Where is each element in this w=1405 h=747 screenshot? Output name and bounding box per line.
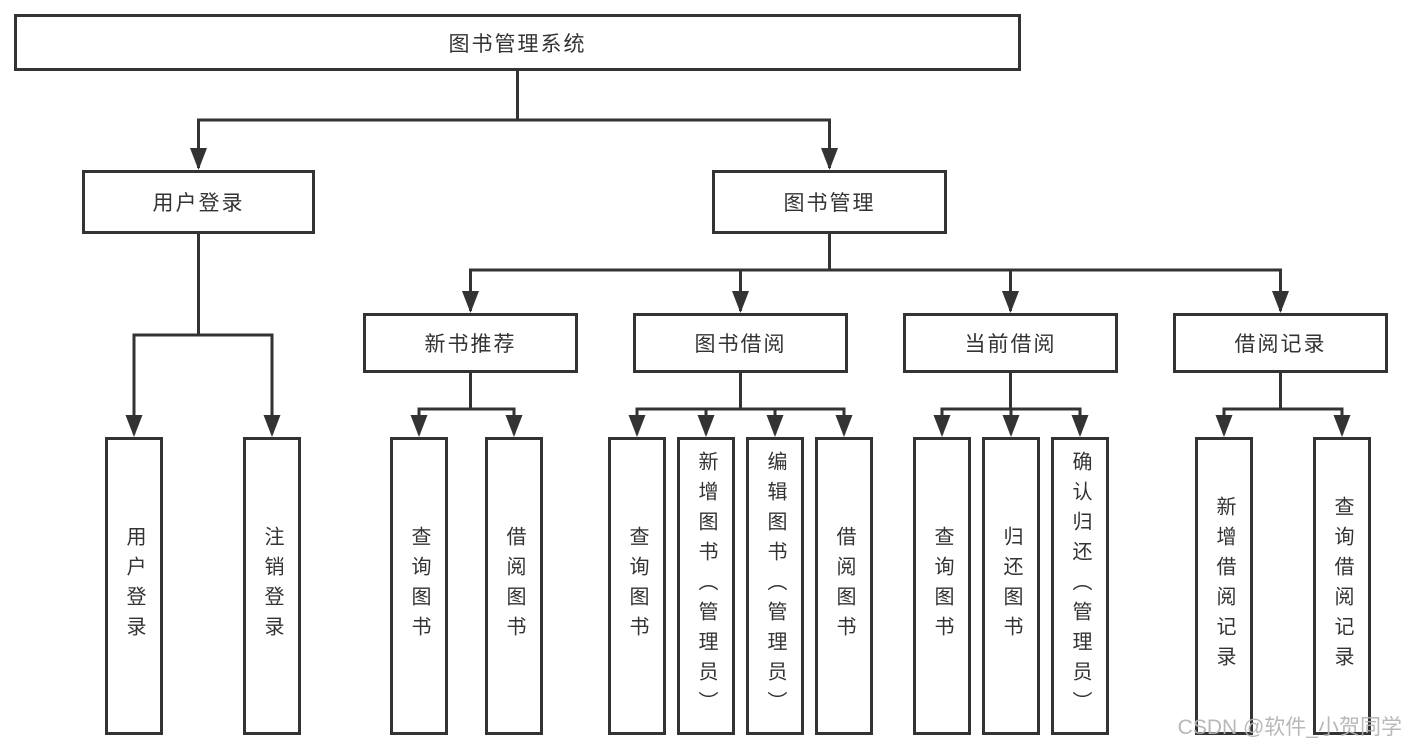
leaf-newbook-borrow-books: 借阅图书 xyxy=(485,437,543,735)
node-label: 确认归还（管理员） xyxy=(1069,451,1091,721)
arrowhead xyxy=(835,415,853,437)
arrowhead xyxy=(933,415,951,437)
node-label: 编辑图书（管理员） xyxy=(764,451,786,721)
leaf-current-return-books: 归还图书 xyxy=(982,437,1040,735)
arrowhead xyxy=(125,415,143,437)
arrowhead xyxy=(263,415,281,437)
node-book-management: 图书管理 xyxy=(712,170,947,234)
arrowhead xyxy=(628,415,646,437)
arrowhead xyxy=(505,415,523,437)
node-label: 新增图书（管理员） xyxy=(695,451,717,721)
arrowhead xyxy=(190,148,207,170)
node-label: 查询借阅记录 xyxy=(1331,496,1353,676)
arrowhead xyxy=(1333,415,1351,437)
arrowhead xyxy=(732,291,749,313)
node-label: 借阅图书 xyxy=(833,526,855,646)
node-label: 查询图书 xyxy=(626,526,648,646)
arrowhead xyxy=(766,415,784,437)
node-current-borrowing: 当前借阅 xyxy=(903,313,1118,373)
node-label: 归还图书 xyxy=(1000,526,1022,646)
arrowhead xyxy=(462,291,479,313)
connector-user-login-group xyxy=(132,232,274,434)
leaf-records-add-record: 新增借阅记录 xyxy=(1195,437,1253,735)
leaf-current-query-books: 查询图书 xyxy=(913,437,971,735)
leaf-current-confirm-return-admin: 确认归还（管理员） xyxy=(1051,437,1109,735)
node-user-login: 用户登录 xyxy=(82,170,315,234)
node-library-system: 图书管理系统 xyxy=(14,14,1021,71)
leaf-borrowing-add-books-admin: 新增图书（管理员） xyxy=(677,437,735,735)
node-label: 注销登录 xyxy=(261,526,283,646)
arrowhead xyxy=(1002,291,1019,313)
connector-records-group xyxy=(1222,371,1344,434)
node-label: 借阅图书 xyxy=(503,526,525,646)
arrowhead xyxy=(410,415,428,437)
node-book-borrowing: 图书借阅 xyxy=(633,313,848,373)
leaf-borrowing-borrow-books: 借阅图书 xyxy=(815,437,873,735)
connector-book-mgmt-to-level3 xyxy=(469,232,1282,311)
arrowhead xyxy=(1272,291,1289,313)
connector-root-to-level2 xyxy=(197,68,831,168)
node-borrowing-records: 借阅记录 xyxy=(1173,313,1388,373)
node-newbook-recommend: 新书推荐 xyxy=(363,313,578,373)
node-label: 用户登录 xyxy=(123,526,145,646)
arrowhead xyxy=(1071,415,1089,437)
leaf-newbook-query-books: 查询图书 xyxy=(390,437,448,735)
node-label: 查询图书 xyxy=(408,526,430,646)
leaf-borrowing-edit-books-admin: 编辑图书（管理员） xyxy=(746,437,804,735)
arrowhead xyxy=(1002,415,1020,437)
connector-newbook-group xyxy=(417,371,516,434)
leaf-records-query-record: 查询借阅记录 xyxy=(1313,437,1371,735)
node-label: 新增借阅记录 xyxy=(1213,496,1235,676)
node-label: 查询图书 xyxy=(931,526,953,646)
connector-borrow-group xyxy=(635,371,846,434)
arrowhead xyxy=(697,415,715,437)
leaf-user-login: 用户登录 xyxy=(105,437,163,735)
leaf-logout: 注销登录 xyxy=(243,437,301,735)
arrowhead xyxy=(821,148,838,170)
arrowhead xyxy=(1215,415,1233,437)
leaf-borrowing-query-books: 查询图书 xyxy=(608,437,666,735)
